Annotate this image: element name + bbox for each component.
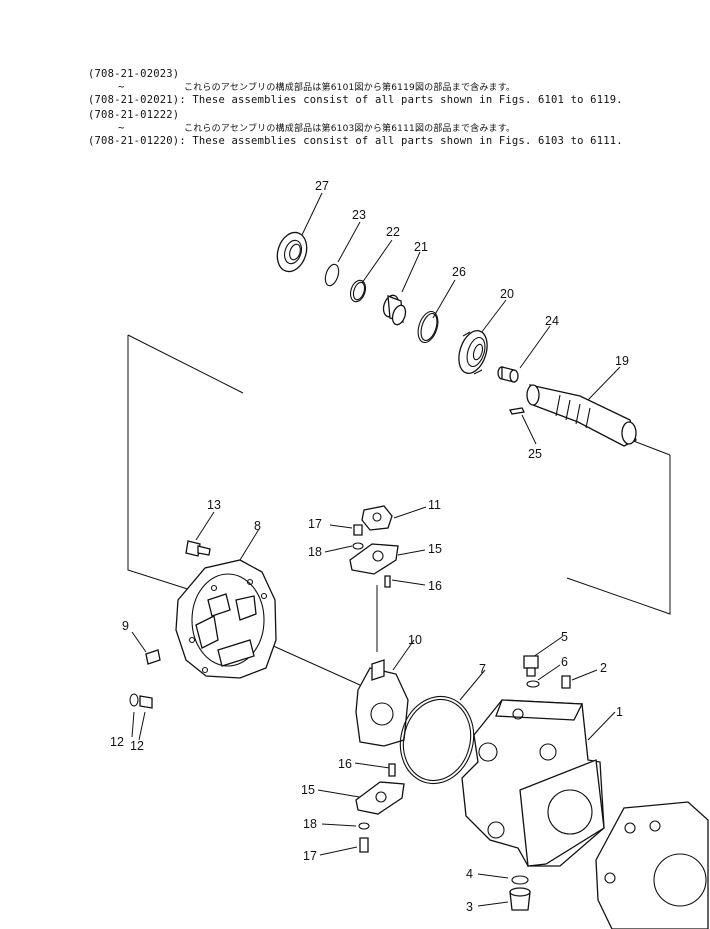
callout-25: 25 bbox=[528, 447, 542, 461]
plate-15-lower bbox=[355, 781, 405, 815]
callout-10: 10 bbox=[408, 633, 422, 647]
header-group-2-note-jp: ~これらのアセンブリの構成部品は第6103図から第6111図の部品まで含みます。 bbox=[118, 122, 516, 134]
washer-18-lower bbox=[358, 822, 370, 830]
plug-5 bbox=[523, 655, 539, 677]
callout-16-upper: 16 bbox=[428, 579, 442, 593]
pin-24 bbox=[497, 366, 519, 383]
plug-12 bbox=[139, 695, 153, 709]
callout-20: 20 bbox=[500, 287, 514, 301]
o-ring-7 bbox=[399, 695, 475, 785]
bolt-17-lower bbox=[359, 837, 369, 853]
callout-22: 22 bbox=[386, 225, 400, 239]
callout-8: 8 bbox=[254, 519, 261, 533]
leader-lines bbox=[131, 192, 621, 907]
callout-6: 6 bbox=[561, 655, 568, 669]
spacer-21 bbox=[382, 294, 407, 326]
pin-16-upper bbox=[384, 575, 391, 588]
o-ring-13 bbox=[129, 693, 139, 707]
ring-22 bbox=[349, 279, 367, 303]
callout-9: 9 bbox=[122, 619, 129, 633]
valve-plate-10 bbox=[355, 659, 409, 747]
cradle-plate-8 bbox=[175, 559, 277, 679]
plate-15-upper bbox=[349, 543, 399, 575]
pump-case-1 bbox=[461, 699, 605, 867]
snap-ring-23 bbox=[324, 263, 340, 287]
callout-11: 11 bbox=[428, 498, 441, 512]
o-ring-6 bbox=[526, 680, 540, 688]
callout-4: 4 bbox=[466, 867, 473, 881]
pin-2 bbox=[561, 675, 571, 689]
header-group-1-note-jp: ~これらのアセンブリの構成部品は第6101図から第6119図の部品まで含みます。 bbox=[118, 81, 516, 93]
shaft-19 bbox=[526, 384, 637, 447]
callout-21: 21 bbox=[414, 240, 428, 254]
callout-18-upper: 18 bbox=[308, 545, 322, 559]
plug-9 bbox=[145, 649, 161, 665]
callout-5: 5 bbox=[561, 630, 568, 644]
key-25 bbox=[509, 407, 525, 415]
callout-7: 7 bbox=[479, 662, 486, 676]
callout-27: 27 bbox=[315, 179, 329, 193]
spring-seat-11 bbox=[361, 505, 393, 531]
callout-2: 2 bbox=[600, 661, 607, 675]
callout-15-lower: 15 bbox=[301, 783, 315, 797]
oil-seal-27 bbox=[276, 231, 308, 273]
bolt-14 bbox=[185, 540, 211, 557]
callout-labels: 27 23 22 21 26 20 24 19 25 11 17 18 15 1… bbox=[110, 179, 629, 914]
callout-12: 12 bbox=[130, 739, 144, 753]
header-group-2-note-en: (708-21-01220): These assemblies consist… bbox=[88, 135, 623, 147]
header-group-1-from: (708-21-02023) bbox=[88, 68, 180, 80]
callout-13: 12 bbox=[110, 735, 124, 749]
header-group-2-from: (708-21-01222) bbox=[88, 109, 180, 121]
callout-15-upper: 15 bbox=[428, 542, 442, 556]
callout-17-upper: 17 bbox=[308, 517, 322, 531]
callout-3: 3 bbox=[466, 900, 473, 914]
callout-26: 26 bbox=[452, 265, 466, 279]
adjacent-housing bbox=[595, 801, 709, 929]
pin-16-lower bbox=[388, 763, 396, 777]
callout-1: 1 bbox=[616, 705, 623, 719]
bearing-20 bbox=[458, 330, 488, 375]
washer-18-upper bbox=[352, 542, 364, 550]
snap-ring-26 bbox=[417, 310, 439, 344]
callout-23: 23 bbox=[352, 208, 366, 222]
o-ring-4 bbox=[511, 875, 529, 885]
callout-16-lower: 16 bbox=[338, 757, 352, 771]
callout-18-lower: 18 bbox=[303, 817, 317, 831]
bolt-17-upper bbox=[353, 524, 363, 536]
callout-19: 19 bbox=[615, 354, 629, 368]
header-group-1-note-en: (708-21-02021): These assemblies consist… bbox=[88, 94, 623, 106]
callout-17-lower: 17 bbox=[303, 849, 317, 863]
callout-14: 13 bbox=[207, 498, 221, 512]
plug-3 bbox=[509, 887, 531, 911]
callout-24: 24 bbox=[545, 314, 559, 328]
